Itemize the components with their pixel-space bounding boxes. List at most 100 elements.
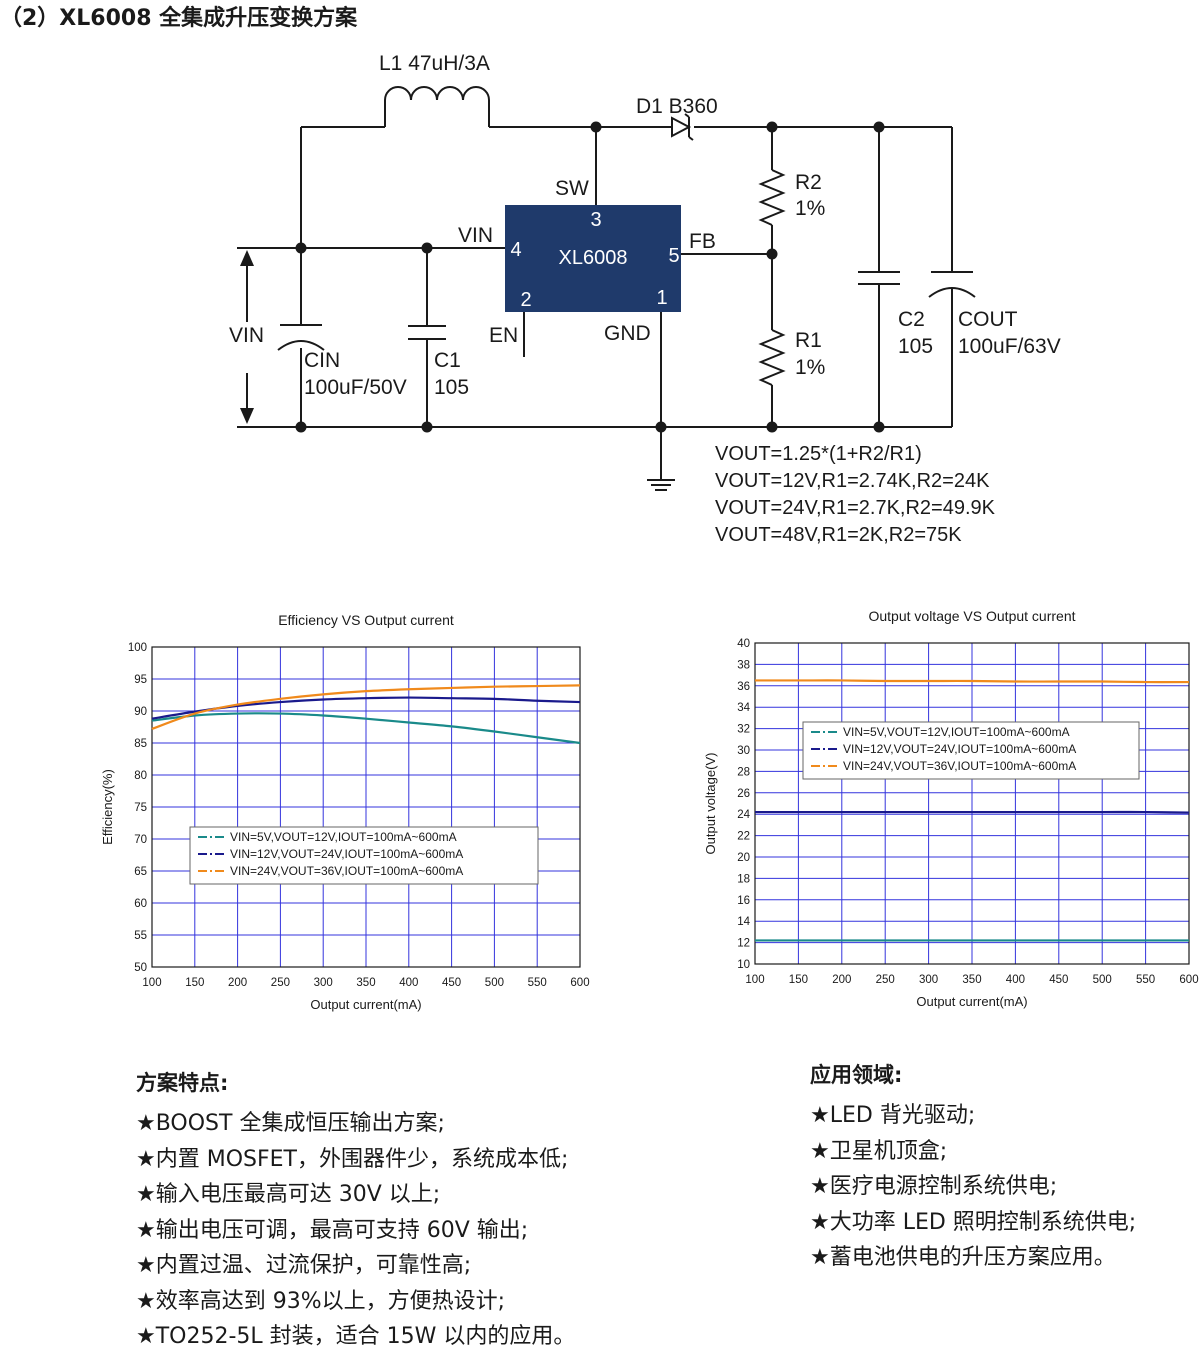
input-vin-label: VIN xyxy=(229,324,264,347)
r2-value: 1% xyxy=(795,197,825,220)
legend-box xyxy=(802,721,1140,780)
legend-entry-1: VIN=5V,VOUT=12V,IOUT=100mA~600mA xyxy=(230,830,457,844)
chart-title: Efficiency VS Output current xyxy=(278,612,454,628)
x-tick-label: 200 xyxy=(228,977,247,989)
junction-dots xyxy=(295,121,885,433)
y-tick-label: 34 xyxy=(737,702,750,714)
x-tick-label: 400 xyxy=(1006,974,1025,986)
xl6008-chip xyxy=(505,205,681,312)
feature-item: ★BOOST 全集成恒压输出方案; xyxy=(136,1111,445,1136)
y-tick-label: 32 xyxy=(737,724,750,736)
x-tick-label: 200 xyxy=(832,974,851,986)
diode-label: D1 B360 xyxy=(636,95,718,118)
legend-entry-1: VIN=5V,VOUT=12V,IOUT=100mA~600mA xyxy=(843,725,1070,739)
diode-icon xyxy=(671,113,694,141)
x-tick-label: 150 xyxy=(789,974,808,986)
y-tick-label: 55 xyxy=(134,930,147,942)
x-axis-label: Output current(mA) xyxy=(310,997,421,1012)
pin-fb-label: FB xyxy=(689,230,716,253)
c1-name: C1 xyxy=(434,349,461,372)
y-tick-label: 24 xyxy=(737,809,750,821)
y-axis-label: Efficiency(%) xyxy=(100,769,115,845)
x-tick-label: 600 xyxy=(570,977,589,989)
y-tick-label: 60 xyxy=(134,898,147,910)
c2-name: C2 xyxy=(898,308,925,331)
y-tick-label: 14 xyxy=(737,916,750,928)
cout-name: COUT xyxy=(958,308,1018,331)
c2-value: 105 xyxy=(898,335,933,358)
y-tick-label: 90 xyxy=(134,706,147,718)
series-line-3 xyxy=(151,684,581,730)
application-item: ★LED 背光驱动; xyxy=(810,1103,976,1128)
feature-item: ★TO252-5L 封装，适合 15W 以内的应用。 xyxy=(136,1324,576,1349)
x-tick-label: 450 xyxy=(1049,974,1068,986)
plot-frame xyxy=(151,646,581,968)
pin-vin-number: 4 xyxy=(510,239,521,261)
y-tick-label: 12 xyxy=(737,938,750,950)
r1-value: 1% xyxy=(795,356,825,379)
feature-item: ★输入电压最高可达 30V 以上; xyxy=(136,1182,441,1207)
x-tick-label: 100 xyxy=(745,974,764,986)
y-tick-label: 10 xyxy=(737,959,750,971)
efficiency-chart: Efficiency VS Output current 100 150 200 250… xyxy=(100,612,590,1012)
pin-fb-number: 5 xyxy=(668,245,679,267)
plot-frame xyxy=(754,642,1190,965)
chart-title: Output voltage VS Output current xyxy=(868,608,1075,624)
pin-en-number: 2 xyxy=(520,289,531,311)
features-list: ★BOOST 全集成恒压输出方案; ★内置 MOSFET，外围器件少，系统成本低… xyxy=(136,1106,575,1355)
feature-item: ★输出电压可调，最高可支持 60V 输出; xyxy=(136,1217,529,1243)
y-axis-label: Output voltage(V) xyxy=(703,753,718,855)
y-tick-label: 70 xyxy=(134,834,147,846)
y-tick-label: 38 xyxy=(737,659,750,671)
vin-arrow-down-icon xyxy=(240,408,254,424)
pin-en-label: EN xyxy=(489,324,518,347)
y-tick-label: 100 xyxy=(128,642,147,654)
cin-value: 100uF/50V xyxy=(304,376,407,399)
vout-note-12v: VOUT=12V,R1=2.74K,R2=24K xyxy=(715,470,990,492)
feature-item: ★内置过温、过流保护，可靠性高; xyxy=(136,1253,472,1278)
y-tick-label: 75 xyxy=(134,802,147,814)
pin-vin-label: VIN xyxy=(458,224,493,247)
features-heading: 方案特点: xyxy=(136,1071,229,1095)
x-tick-label: 550 xyxy=(1136,974,1155,986)
vout-formula: VOUT=1.25*(1+R2/R1) xyxy=(715,443,922,465)
pin-gnd-number: 1 xyxy=(656,287,667,309)
y-tick-label: 80 xyxy=(134,770,147,782)
x-tick-label: 300 xyxy=(314,977,333,989)
cin-name: CIN xyxy=(304,349,340,372)
series-line-3 xyxy=(755,679,1190,684)
y-tick-label: 18 xyxy=(737,873,750,885)
pin-gnd-label: GND xyxy=(604,322,651,345)
application-item: ★卫星机顶盒; xyxy=(810,1138,948,1164)
legend-entry-3: VIN=24V,VOUT=36V,IOUT=100mA~600mA xyxy=(843,759,1076,773)
x-tick-label: 300 xyxy=(919,974,938,986)
chip-name: XL6008 xyxy=(559,247,628,269)
pin-sw-number: 3 xyxy=(590,209,601,231)
vin-arrow-up-icon xyxy=(240,250,254,266)
y-tick-label: 50 xyxy=(134,962,147,974)
x-tick-label: 150 xyxy=(185,977,204,989)
y-tick-label: 85 xyxy=(134,738,147,750)
legend-box xyxy=(189,826,539,885)
x-tick-label: 500 xyxy=(485,977,504,989)
y-tick-label: 20 xyxy=(737,852,750,864)
y-tick-label: 65 xyxy=(134,866,147,878)
application-item: ★医疗电源控制系统供电; xyxy=(810,1174,1058,1199)
series-line-1 xyxy=(151,712,581,745)
x-tick-label: 400 xyxy=(399,977,418,989)
y-tick-label: 40 xyxy=(737,638,750,650)
y-tick-label: 22 xyxy=(737,831,750,843)
legend-entry-2: VIN=12V,VOUT=24V,IOUT=100mA~600mA xyxy=(230,847,463,861)
legend-entry-3: VIN=24V,VOUT=36V,IOUT=100mA~600mA xyxy=(230,864,463,878)
x-axis-label: Output current(mA) xyxy=(916,994,1027,1009)
applications-section: 应用领域: ★LED 背光驱动; ★卫星机顶盒; ★医疗电源控制系统供电; ★大… xyxy=(810,1059,1136,1276)
r2-name: R2 xyxy=(795,171,822,194)
x-tick-label: 500 xyxy=(1093,974,1112,986)
x-tick-label: 550 xyxy=(528,977,547,989)
cout-value: 100uF/63V xyxy=(958,335,1061,358)
x-tick-label: 250 xyxy=(271,977,290,989)
legend-entry-2: VIN=12V,VOUT=24V,IOUT=100mA~600mA xyxy=(843,742,1076,756)
y-tick-label: 26 xyxy=(737,788,750,800)
x-tick-label: 350 xyxy=(962,974,981,986)
vout-note-24v: VOUT=24V,R1=2.7K,R2=49.9K xyxy=(715,497,996,519)
